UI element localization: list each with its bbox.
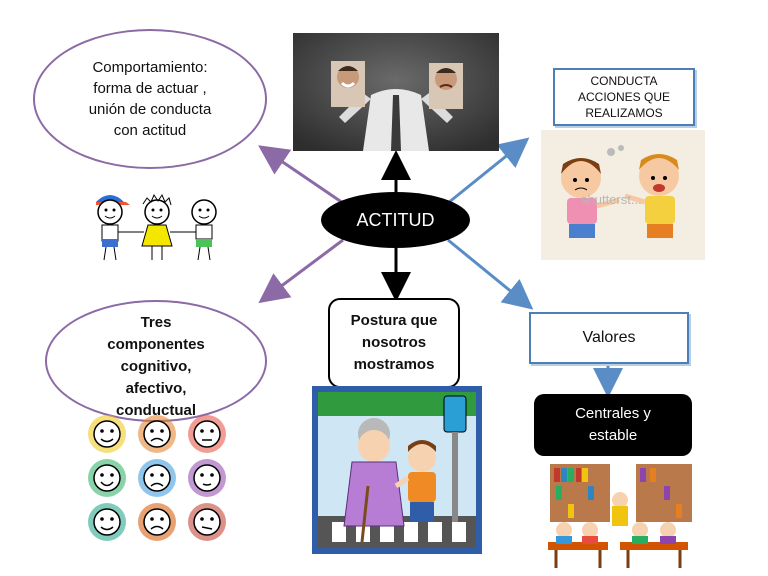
arrow-to-comportamiento (258, 145, 344, 205)
conducta-line-3: REALIZAMOS (585, 106, 663, 120)
comportamiento-line-2: forma de actuar , (93, 80, 207, 97)
watermark-text: shutterst... (581, 192, 642, 207)
emotion-face (88, 503, 126, 541)
emotion-face (188, 503, 226, 541)
arrow-to-valores (447, 238, 534, 310)
postura-line-2: nosotros (361, 334, 427, 351)
emotion-face (88, 459, 126, 497)
arrow-to-conducta (447, 137, 530, 205)
emotion-face (138, 503, 176, 541)
centrales-line-1: Centrales y (575, 405, 651, 422)
node-comportamiento: Comportamiento: forma de actuar , unión … (33, 29, 267, 169)
node-conducta: CONDUCTA ACCIONES QUE REALIZAMOS (553, 68, 695, 126)
componentes-line-2: componentes (107, 336, 205, 353)
illustration-grandma-crossing (312, 386, 482, 554)
componentes-line-3: cognitivo, (120, 358, 192, 375)
comportamiento-line-3: unión de conducta (88, 101, 212, 118)
valores-label: Valores (582, 329, 636, 346)
comportamiento-line-4: con actitud (113, 122, 187, 139)
node-componentes: Tres componentes cognitivo, afectivo, co… (45, 300, 267, 422)
illustration-kids-holding-hands (82, 182, 232, 268)
emotion-face (138, 459, 176, 497)
componentes-line-4: afectivo, (125, 380, 187, 397)
photo-masks (293, 33, 499, 151)
conducta-line-2: ACCIONES QUE (577, 90, 670, 104)
center-node-actitud: ACTITUD (321, 192, 470, 248)
postura-line-3: mostramos (353, 356, 435, 373)
center-label: ACTITUD (356, 209, 435, 230)
illustration-emotion-faces (82, 412, 232, 544)
postura-line-1: Postura que (350, 312, 438, 329)
node-centrales: Centrales y estable (534, 394, 692, 456)
componentes-line-1: Tres (140, 314, 172, 331)
comportamiento-line-1: Comportamiento: (92, 59, 208, 76)
emotion-face (138, 415, 176, 453)
componentes-line-5: conductual (115, 402, 196, 419)
centrales-line-2: estable (588, 427, 638, 444)
arrow-to-componentes (258, 238, 344, 304)
illustration-kids-arguing: shutterst... (541, 130, 705, 260)
node-postura: Postura que nosotros mostramos (328, 298, 460, 388)
emotion-face (88, 415, 126, 453)
node-valores: Valores (529, 312, 689, 364)
emotion-face (188, 459, 226, 497)
emotion-face (188, 415, 226, 453)
illustration-library-kids (546, 460, 696, 572)
conducta-line-1: CONDUCTA (590, 74, 658, 88)
